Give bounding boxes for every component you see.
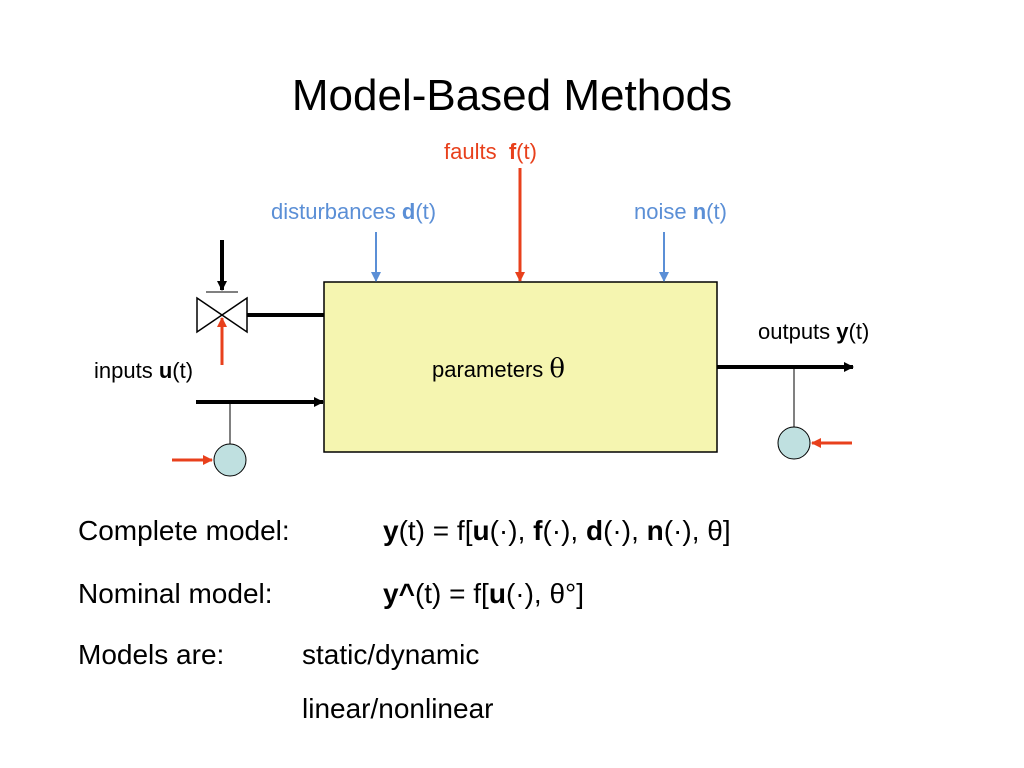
- input-sensor-icon: [213, 443, 247, 477]
- complete-model-label: Complete model:: [78, 515, 290, 546]
- eq-part: (·), θ]: [663, 515, 731, 546]
- eq-n: n: [646, 515, 664, 546]
- eq-f: f: [533, 515, 543, 546]
- nominal-model-label: Nominal model:: [78, 578, 273, 609]
- noise-arg: (t): [706, 199, 727, 224]
- model-type-linear-nonlinear: linear/nonlinear: [302, 693, 494, 724]
- eq-y-hat: y^: [383, 578, 415, 609]
- disturbances-arg: (t): [415, 199, 437, 224]
- eq-part: (·),: [489, 515, 534, 546]
- page-title: Model-Based Methods: [291, 71, 733, 120]
- faults-arg: (t): [516, 139, 537, 164]
- parameters-symbol: θ: [549, 354, 566, 384]
- complete-model-equation: y(t) = f[u(·), f(·), d(·), n(·), θ]: [383, 514, 731, 548]
- model-types-label: Models are:: [78, 639, 225, 670]
- outputs-label: outputs y(t): [758, 319, 869, 345]
- outputs-symbol: y: [836, 319, 849, 344]
- valve-icon-right: [220, 296, 248, 334]
- eq-part: (·), θ°]: [505, 578, 585, 609]
- faults-symbol: f: [508, 139, 517, 164]
- noise-text: noise: [634, 199, 687, 224]
- parameters-text: parameters: [432, 357, 544, 382]
- process-block: [323, 281, 718, 453]
- parameters-label: parameters θ: [432, 356, 565, 383]
- faults-text: faults: [444, 139, 497, 164]
- eq-d: d: [585, 515, 604, 546]
- eq-u: u: [472, 515, 490, 546]
- inputs-label: inputs u(t): [94, 358, 193, 384]
- inputs-text: inputs: [94, 358, 153, 383]
- disturbances-symbol: d: [401, 199, 416, 224]
- eq-part: (·),: [603, 515, 647, 546]
- inputs-arg: (t): [172, 358, 194, 383]
- outputs-arg: (t): [848, 319, 870, 344]
- eq-part: (·),: [542, 515, 586, 546]
- disturbances-text: disturbances: [271, 199, 396, 224]
- eq-u: u: [488, 578, 506, 609]
- disturbances-label: disturbances d(t): [271, 199, 436, 225]
- outputs-text: outputs: [758, 319, 831, 344]
- noise-symbol: n: [692, 199, 707, 224]
- inputs-symbol: u: [158, 358, 173, 383]
- valve-icon: [196, 296, 224, 334]
- nominal-model-equation: y^(t) = f[u(·), θ°]: [383, 577, 584, 611]
- model-type-static-dynamic: static/dynamic: [302, 639, 480, 670]
- eq-part: (t) = f[: [398, 515, 473, 546]
- eq-part: (t) = f[: [414, 578, 489, 609]
- output-sensor-icon: [777, 426, 811, 460]
- noise-label: noise n(t): [634, 199, 727, 225]
- eq-y: y: [383, 515, 399, 546]
- faults-label: faults f(t): [444, 139, 537, 165]
